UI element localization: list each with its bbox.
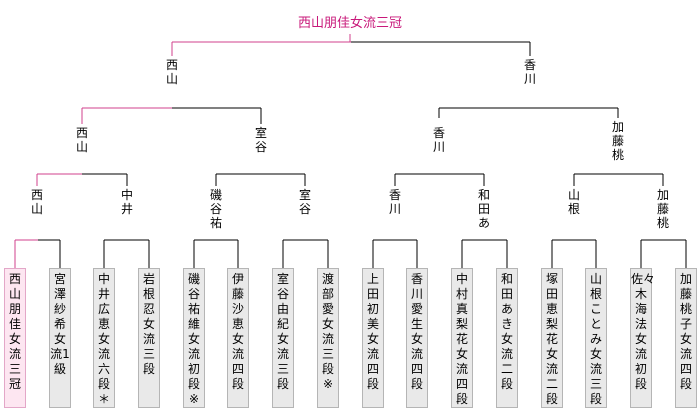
player-box-1: 西山朋佳女流三冠 <box>4 268 26 408</box>
player-box-8: 渡部 愛女流三段※ <box>317 268 346 408</box>
player-box-5: 磯谷祐維女流初段※ <box>183 268 205 408</box>
semifinal-4-name: 加藤桃 <box>611 120 624 162</box>
semifinal-2-name: 室谷 <box>254 126 267 154</box>
player-box-10: 香川愛生女流四段 <box>406 268 428 408</box>
final-right-name: 香川 <box>523 58 536 86</box>
player-box-16: 加藤桃子女流四段 <box>675 268 697 408</box>
player-box-11: 中村真梨花女流四段 <box>451 268 473 408</box>
player-box-15: 佐々木海法女流初段 <box>630 268 655 408</box>
player-box-3: 中井広恵女流六段＊ <box>93 268 115 408</box>
player-box-4: 岩根 忍女流三段 <box>138 268 167 408</box>
player-box-6: 伊藤沙恵女流四段 <box>227 268 249 408</box>
quarterfinal-6-name: 和田あ <box>477 188 490 230</box>
champion-label: 西山朋佳女流三冠 <box>297 16 402 31</box>
quarterfinal-7-name: 山根 <box>567 188 580 216</box>
player-box-13: 塚田恵梨花女流二段 <box>541 268 563 408</box>
final-left-name: 西山 <box>165 58 178 86</box>
player-box-9: 上田初美女流四段 <box>362 268 384 408</box>
quarterfinal-1-name: 西山 <box>30 188 43 216</box>
player-box-14: 山根ことみ女流三段 <box>585 268 607 408</box>
quarterfinal-3-name: 磯谷祐 <box>209 188 222 230</box>
semifinal-1-name: 西山 <box>75 126 88 154</box>
quarterfinal-8-name: 加藤桃 <box>656 188 669 230</box>
player-box-2: 宮澤紗希女流1級 <box>49 268 71 408</box>
player-box-7: 室谷由紀女流三段 <box>272 268 294 408</box>
quarterfinal-2-name: 中井 <box>120 188 133 216</box>
semifinal-3-name: 香川 <box>432 126 445 154</box>
quarterfinal-5-name: 香川 <box>388 188 401 216</box>
player-box-12: 和田あき女流二段 <box>496 268 518 408</box>
quarterfinal-4-name: 室谷 <box>298 188 311 216</box>
